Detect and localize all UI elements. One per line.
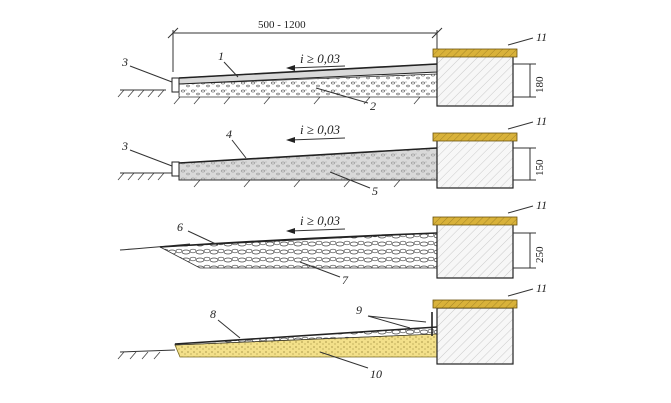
panel-1: i ≥ 0,03 180 3 1 2 11 <box>117 30 547 113</box>
top-dimension-label: 500 - 1200 <box>258 19 306 31</box>
slope-label-2: i ≥ 0,03 <box>300 122 340 137</box>
label-11c: 11 <box>536 198 547 212</box>
label-3: 3 <box>121 55 128 69</box>
top-dimension: 500 - 1200 <box>167 19 443 72</box>
panel-4: 8 9 10 11 <box>117 281 547 381</box>
label-7: 7 <box>342 273 349 287</box>
label-11b: 11 <box>536 114 547 128</box>
label-3b: 3 <box>121 139 128 153</box>
height-dim-3: 250 <box>534 246 546 263</box>
height-dim-2: 150 <box>534 159 546 176</box>
label-9: 9 <box>356 303 362 317</box>
panel-3: i ≥ 0,03 250 6 7 11 <box>119 198 547 287</box>
label-11d: 11 <box>536 281 547 295</box>
label-6: 6 <box>177 220 183 234</box>
height-dim-1: 180 <box>534 76 546 93</box>
label-11: 11 <box>536 30 547 44</box>
label-1: 1 <box>218 49 224 63</box>
label-8: 8 <box>210 307 216 321</box>
label-5: 5 <box>372 184 378 198</box>
slope-label-3: i ≥ 0,03 <box>300 213 340 228</box>
slope-label-1: i ≥ 0,03 <box>300 51 340 66</box>
label-4: 4 <box>226 127 232 141</box>
label-10: 10 <box>370 367 382 381</box>
panel-2: i ≥ 0,03 150 3 4 5 11 <box>117 114 547 198</box>
label-2: 2 <box>370 99 376 113</box>
